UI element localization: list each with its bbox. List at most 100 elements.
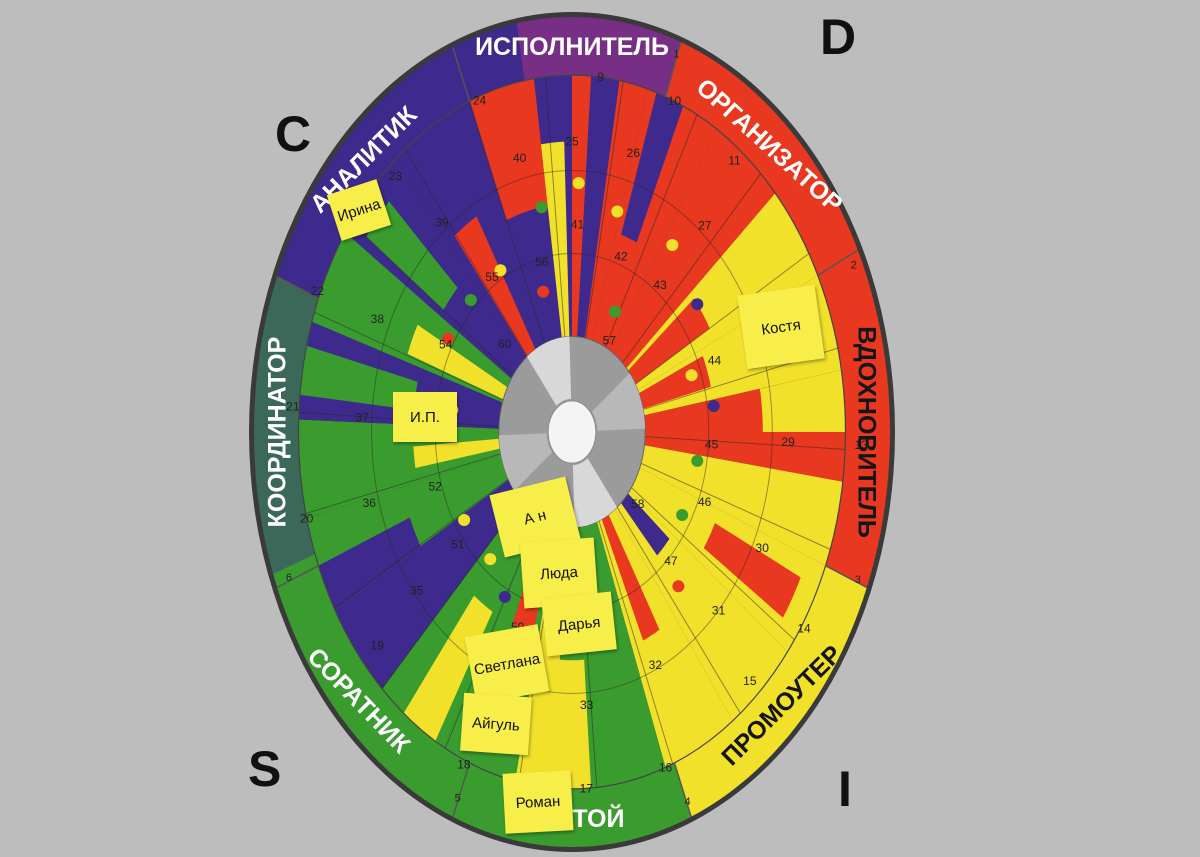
wave-accent-9 [601,514,660,641]
sticky-note-svetlana: Светлана [464,624,550,704]
rim-divider-2 [817,249,859,277]
cell-number-29: 29 [781,435,795,449]
cell-number-11: 11 [728,154,741,168]
sector-number-1: 1 [673,49,679,61]
rim-segment-anal [277,47,470,299]
color-dot [672,580,685,593]
wave-accent-16 [407,324,508,400]
color-dot [494,264,507,277]
cell-number-13: 13 [855,438,869,452]
cell-number-44: 44 [708,354,722,368]
color-dot [611,205,624,218]
cell-number-26: 26 [627,146,641,160]
wave-accent-1 [541,141,570,338]
wave-accent-6 [759,370,846,432]
color-dot [707,400,720,413]
cell-number-27: 27 [698,218,712,232]
role-label-координатор: КООРДИНАТОР [263,337,291,528]
cell-number-45: 45 [705,438,719,452]
wheel-sector-7 [639,445,843,566]
cell-number-30: 30 [756,541,770,555]
sticky-note-darya: Дарья [541,591,617,657]
corner-letter-d: D [820,9,857,65]
cell-number-31: 31 [712,603,726,617]
wave-accent-5 [638,356,711,409]
cell-number-15: 15 [743,674,757,688]
spoke-line [616,506,741,714]
cell-number-51: 51 [451,537,465,551]
rim-divider-5 [452,762,471,818]
color-dot [676,509,689,521]
rim-divider-6 [276,565,319,589]
corner-letter-i: I [838,761,852,817]
sector-number-2: 2 [851,259,857,271]
hub-segment-3 [527,336,572,406]
spoke-line [631,487,795,641]
cell-number-46: 46 [698,495,712,509]
rim-divider-0 [452,46,471,102]
sector-number-6: 6 [286,572,292,584]
cell-number-16: 16 [659,760,673,774]
wheel-sector-15 [335,479,522,689]
cell-number-24: 24 [473,94,487,108]
cell-number-47: 47 [664,554,678,568]
rim-divider-4 [673,762,692,818]
spoke-line [350,221,514,377]
spoke-line [544,76,566,338]
cell-number-57: 57 [603,333,617,347]
spoke-line [314,311,504,401]
cell-number-52: 52 [428,480,442,494]
cell-number-41: 41 [571,218,585,232]
color-dot [685,369,698,382]
spoke-line [622,173,762,364]
cell-number-21: 21 [286,400,300,414]
spoke-line [640,462,831,550]
spoke-line [585,81,624,339]
sector-number-3: 3 [855,574,861,586]
color-dot [666,239,679,252]
spoke-line [604,114,698,348]
color-dot [609,305,622,318]
rim-segment-vdoh [817,250,890,588]
color-dot [537,285,550,298]
spoke-line [404,148,528,357]
sector-number-4: 4 [684,796,690,808]
spoke-line [333,478,509,609]
spoke-line [469,100,546,344]
wave-accent-15 [300,345,418,411]
cell-number-17: 17 [580,781,594,795]
cell-number-39: 39 [435,215,449,229]
rim-blend-left [254,256,325,574]
sector-number-5: 5 [455,792,461,804]
wave-accent-18 [454,216,536,357]
cell-number-14: 14 [797,622,811,636]
cell-number-60: 60 [498,337,512,351]
cell-number-40: 40 [513,151,527,165]
color-dot [691,298,704,311]
color-dot [442,332,455,345]
color-dot [458,513,471,526]
wave-accent-2 [577,76,620,338]
wave-accent-13 [318,517,421,611]
hub-segment-1 [572,458,617,528]
hub-segment-2 [498,433,552,491]
cell-number-9: 9 [597,70,604,84]
cell-number-37: 37 [356,411,370,425]
cell-number-38: 38 [371,312,385,326]
wave-accent-0 [469,78,548,221]
sticky-note-roman: Роман [502,770,574,834]
cell-number-35: 35 [410,583,424,597]
color-dot [535,201,548,214]
wheel-sector-11 [577,521,666,788]
color-dot [424,451,437,464]
cell-number-23: 23 [389,169,403,183]
cell-number-18: 18 [457,757,471,771]
cell-number-25: 25 [565,135,579,149]
cell-number-54: 54 [439,337,453,351]
hub-center [547,400,597,464]
wheel-sector-2 [592,88,717,352]
cell-number-58: 58 [631,497,645,511]
spoke-line [645,436,846,450]
